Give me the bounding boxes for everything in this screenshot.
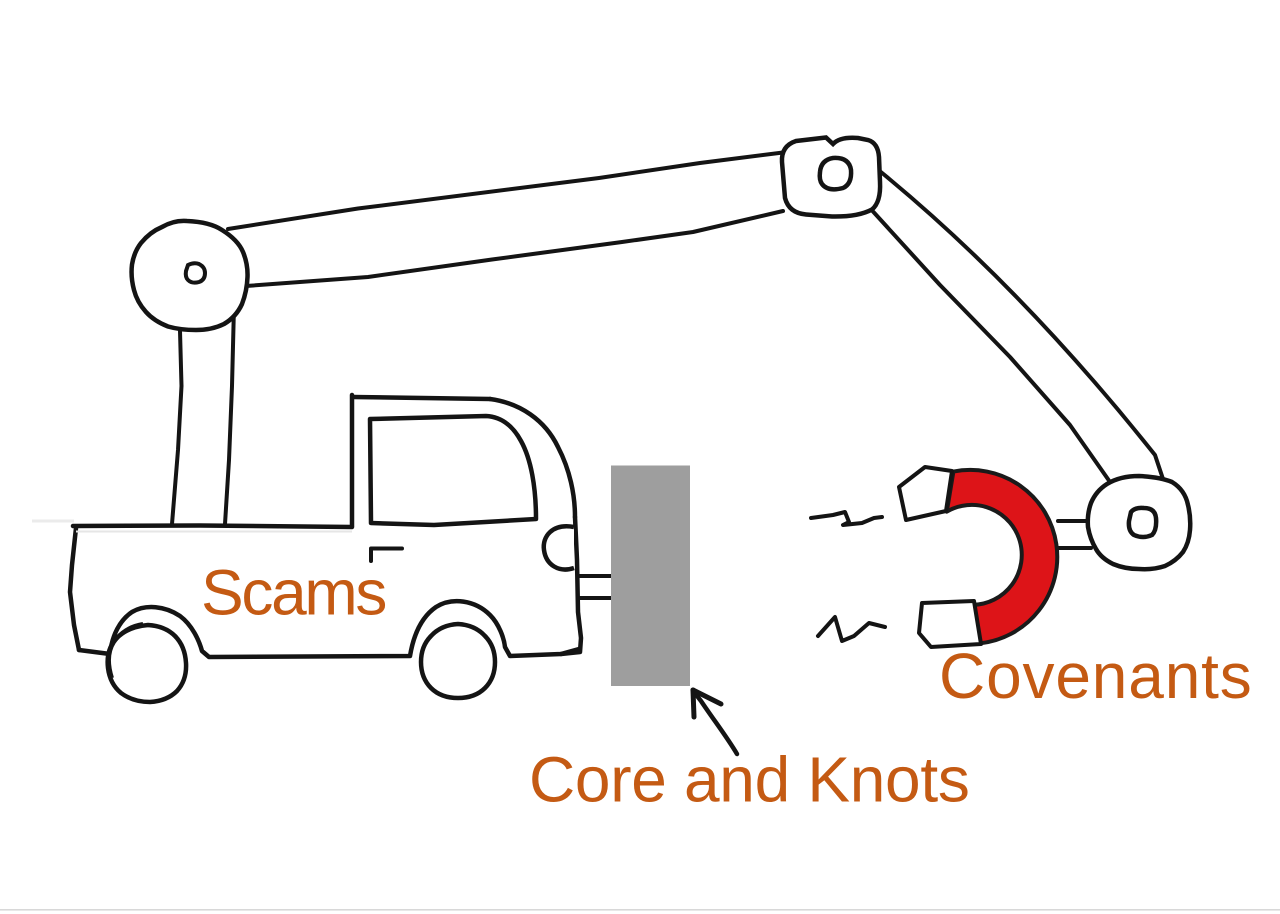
svg-text:Scams: Scams — [201, 557, 385, 629]
svg-text:Covenants: Covenants — [939, 640, 1253, 712]
svg-text:Core and Knots: Core and Knots — [529, 744, 970, 816]
